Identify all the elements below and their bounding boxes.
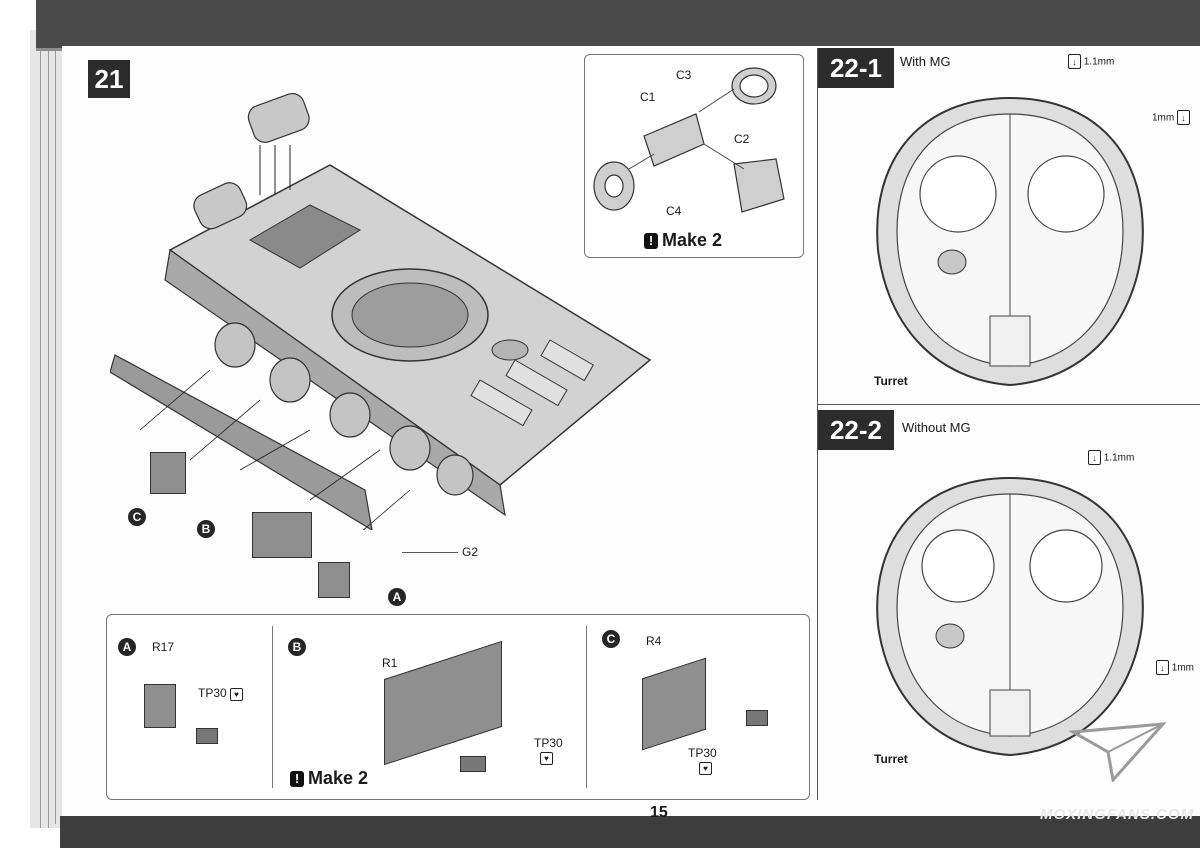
drill-note-right: ↓ 1mm — [1156, 660, 1194, 675]
drill-icon: ↓ — [1088, 450, 1101, 465]
drill-size: 1.1mm — [1103, 452, 1135, 464]
part-label-c2: C2 — [734, 132, 750, 146]
page-stack-line — [48, 40, 49, 828]
page-number: 15 — [650, 804, 668, 821]
stowage-box-c — [150, 452, 186, 494]
column-divider — [817, 48, 818, 800]
watermark-text: MOXINGFANS.COM — [1040, 806, 1195, 823]
drill-icon: ↓ — [1177, 110, 1191, 125]
glue-icon: ♥ — [540, 752, 553, 765]
stowage-box-b — [252, 512, 312, 558]
page-stack-line — [40, 30, 41, 828]
part-label-c3: C3 — [676, 68, 692, 82]
drill-size: 1.1mm — [1083, 56, 1115, 68]
warning-icon: ! — [290, 770, 304, 787]
tp30-label: TP30 — [688, 746, 717, 760]
drill-icon: ↓ — [1156, 660, 1169, 675]
subpanel-marker-b: B — [288, 638, 306, 656]
tp30-label: TP30 — [534, 736, 563, 750]
tp30-text: TP30 — [198, 686, 227, 700]
make-quantity-text: Make 2 — [308, 768, 369, 788]
page-stack-edge — [30, 30, 62, 828]
tp30-plate — [460, 756, 486, 772]
subpanel-marker-a: A — [118, 638, 136, 656]
make-quantity-text: Make 2 — [662, 230, 723, 250]
drill-size: 1mm — [1152, 112, 1175, 124]
subpanel-marker-c: C — [602, 630, 620, 648]
tp30-plate — [196, 728, 218, 744]
idler-wheel-illustration — [593, 67, 785, 213]
warning-icon: ! — [644, 232, 658, 249]
tp30-label: TP30 ♥ — [198, 686, 244, 701]
part-label-r17: R17 — [152, 640, 175, 654]
turret-label: Turret — [874, 374, 908, 388]
part-label-r4: R4 — [646, 634, 662, 648]
callout-marker-b: B — [197, 520, 215, 538]
part-label-c4: C4 — [666, 204, 682, 218]
step-number: 21 — [88, 60, 130, 98]
make-quantity-note: ! Make 2 — [644, 230, 722, 251]
step-number: 22-1 — [818, 48, 894, 88]
drill-size: 1mm — [1171, 662, 1195, 674]
turret-label: Turret — [874, 752, 908, 766]
section-divider — [818, 404, 1200, 405]
step-title: Without MG — [902, 420, 971, 435]
step-title: With MG — [900, 54, 951, 69]
callout-marker-c: C — [128, 508, 146, 526]
stowage-box-a — [318, 562, 350, 598]
leader-line — [402, 552, 458, 553]
page-stack-line — [55, 44, 56, 824]
make-quantity-note: ! Make 2 — [290, 768, 368, 789]
callout-marker-a: A — [388, 588, 406, 606]
drill-note-top: ↓ 1.1mm — [1088, 450, 1134, 465]
drill-icon: ↓ — [1068, 54, 1081, 69]
drill-note-right: 1mm ↓ — [1152, 110, 1191, 125]
glue-icon: ♥ — [230, 688, 244, 701]
part-label-g2: G2 — [462, 545, 479, 559]
subpanel-divider — [272, 626, 273, 788]
stowage-box-r17 — [144, 684, 176, 728]
glue-icon: ♥ — [699, 762, 712, 775]
part-label-r1: R1 — [382, 656, 398, 670]
drill-note-top: ↓ 1.1mm — [1068, 54, 1114, 69]
tank-hull-illustration — [110, 92, 652, 530]
footer-bar — [60, 816, 1200, 848]
part-label-c1: C1 — [640, 90, 656, 104]
turret-shell-illustration — [876, 96, 1144, 387]
turret-shell-illustration — [876, 476, 1144, 757]
subpanel-divider — [586, 626, 587, 788]
tp30-plate — [746, 710, 768, 726]
watermark-plane-icon — [1068, 722, 1167, 782]
step-number: 22-2 — [818, 410, 894, 450]
header-bar — [36, 0, 1200, 51]
